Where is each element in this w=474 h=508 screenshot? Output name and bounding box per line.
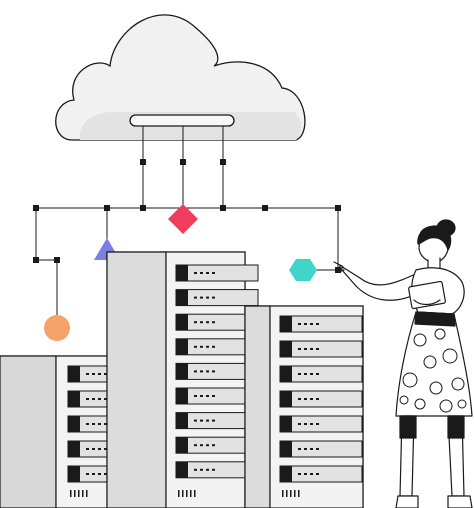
- vent-slot: [286, 490, 288, 497]
- cloud-icon: [55, 14, 306, 141]
- vent-slot: [74, 490, 76, 497]
- vent-slot: [282, 490, 284, 497]
- drive-bay: [175, 264, 259, 282]
- drive-bay: [175, 313, 259, 331]
- dress-dot: [434, 328, 446, 340]
- dress-dot: [457, 399, 467, 409]
- drive-bay: [175, 461, 259, 479]
- vent-slot: [78, 490, 80, 497]
- drive-bay: [279, 365, 363, 383]
- dress-dot: [423, 355, 437, 369]
- dress-dot: [402, 372, 418, 388]
- vent-slot: [294, 490, 296, 497]
- vent-slot: [86, 490, 88, 497]
- vent-slot: [178, 490, 180, 497]
- dress-dot: [442, 348, 458, 364]
- server-rack-right-bays: [279, 315, 363, 483]
- dress-dot: [451, 377, 465, 391]
- dress-dot: [429, 381, 443, 395]
- vent-slot: [298, 490, 300, 497]
- network-junctions: [33, 159, 341, 273]
- vent-slot: [70, 490, 72, 497]
- drive-bay: [279, 465, 363, 483]
- drive-bay: [175, 412, 259, 430]
- dress-dot: [439, 399, 453, 413]
- diamond-node-icon: [168, 204, 198, 234]
- person-with-tablet-icon: [333, 219, 473, 508]
- drive-bay: [175, 362, 259, 380]
- drive-bay: [175, 289, 259, 307]
- circle-node-icon: [44, 315, 70, 341]
- drive-bay: [279, 415, 363, 433]
- vent-slot: [186, 490, 188, 497]
- dress-dot: [413, 333, 427, 347]
- drive-bay: [175, 387, 259, 405]
- drive-bay: [279, 340, 363, 358]
- vent-slot: [194, 490, 196, 497]
- vent-slot: [82, 490, 84, 497]
- server-rack-middle-bays: [175, 264, 259, 479]
- vent-slot: [190, 490, 192, 497]
- vent-slot: [290, 490, 292, 497]
- hexagon-node-icon: [289, 259, 317, 281]
- drive-bay: [279, 315, 363, 333]
- dress-pattern: [399, 328, 467, 413]
- drive-bay: [279, 390, 363, 408]
- dress-dot: [414, 398, 426, 410]
- drive-bay: [279, 440, 363, 458]
- drive-bay: [175, 338, 259, 356]
- vent-slot: [182, 490, 184, 497]
- dress-dot: [399, 395, 409, 405]
